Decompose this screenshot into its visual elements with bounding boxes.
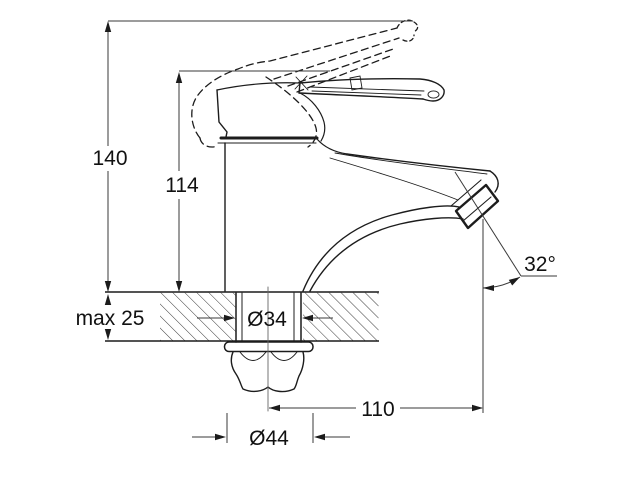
raised-lever-edge-2 <box>273 37 400 80</box>
dim-label-shank-diameter: Ø34 <box>247 308 287 331</box>
arrow-d44-left <box>215 433 226 441</box>
angle-axis-line <box>454 171 522 277</box>
arrow-d44-right <box>314 433 325 441</box>
aerator-back-edge <box>450 179 482 207</box>
raised-lever-silhouette <box>191 27 398 139</box>
fixing-nut-outline <box>230 351 305 393</box>
raised-lever-edge-4 <box>296 54 394 93</box>
arrow-114-top <box>175 72 183 83</box>
raised-lever-hook <box>199 137 219 148</box>
spout-inner-line-2 <box>329 157 459 201</box>
tilted-cap-arc <box>265 76 318 148</box>
arrow-d34-right <box>302 314 313 322</box>
spout-root-fillet <box>316 138 348 155</box>
spout-inner-line-1 <box>334 152 488 175</box>
spout-tip-face <box>489 170 499 193</box>
countertop-section <box>105 291 379 342</box>
dim-label-height-to-handle: 114 <box>165 174 199 197</box>
aerator-face-line <box>462 196 492 222</box>
mounting-flange <box>223 341 314 353</box>
arrow-110-left <box>269 404 280 412</box>
lever-pivot-mark-1 <box>295 76 309 91</box>
spout-underside-outer <box>302 205 460 292</box>
raised-lever-tip-3 <box>402 34 415 42</box>
arrow-140-bottom <box>104 281 112 292</box>
raised-lever-dashed <box>191 19 419 148</box>
lever-tip-detail <box>427 90 440 99</box>
dim-label-deck-thickness: max 25 <box>76 307 145 330</box>
arrow-max25-top <box>104 294 112 305</box>
below-deck-parts <box>223 286 314 412</box>
cap-top-line <box>216 82 301 91</box>
spout-top-edge <box>346 153 491 172</box>
dim-label-nut-diameter: Ø44 <box>249 427 289 450</box>
arrow-110-right <box>472 404 483 412</box>
cap-right-bulge <box>299 92 326 142</box>
arrow-angle-right <box>508 277 520 286</box>
lever-pivot-mark-2 <box>294 75 308 90</box>
lever-top-edge <box>299 78 445 102</box>
lever-bottom-edge <box>298 92 424 100</box>
aerator-outline <box>454 183 500 230</box>
dim-label-overall-height: 140 <box>92 147 127 170</box>
arrow-d34-left <box>224 314 235 322</box>
lever-clip-detail <box>349 75 363 91</box>
fixing-nut-lobe-right <box>270 351 298 361</box>
countertop-hatch-right <box>303 292 379 341</box>
arrow-angle-left <box>483 285 494 291</box>
lever-inner-line-2 <box>311 90 422 96</box>
dimension-lines <box>107 20 557 443</box>
raised-lever-edge-3 <box>287 47 397 87</box>
raised-lever-tip-2 <box>412 21 419 33</box>
faucet-body-outline <box>216 75 500 292</box>
lever-inner-line-1 <box>309 86 425 92</box>
dim-label-spout-reach: 110 <box>361 398 394 421</box>
arrow-max25-bottom <box>104 329 112 340</box>
cap-left-edge <box>216 89 228 138</box>
arrow-114-bottom <box>175 281 183 292</box>
dim-label-aerator-angle: 32° <box>524 253 556 276</box>
arrow-140-top <box>104 21 112 32</box>
spout-underside-inner <box>309 217 464 292</box>
countertop-hatch-left <box>160 292 236 341</box>
dimension-labels: 140 114 max 25 Ø34 Ø44 110 32° <box>76 147 556 450</box>
fixing-nut-lobe-left <box>239 351 267 361</box>
dimension-arrowheads <box>104 21 520 441</box>
